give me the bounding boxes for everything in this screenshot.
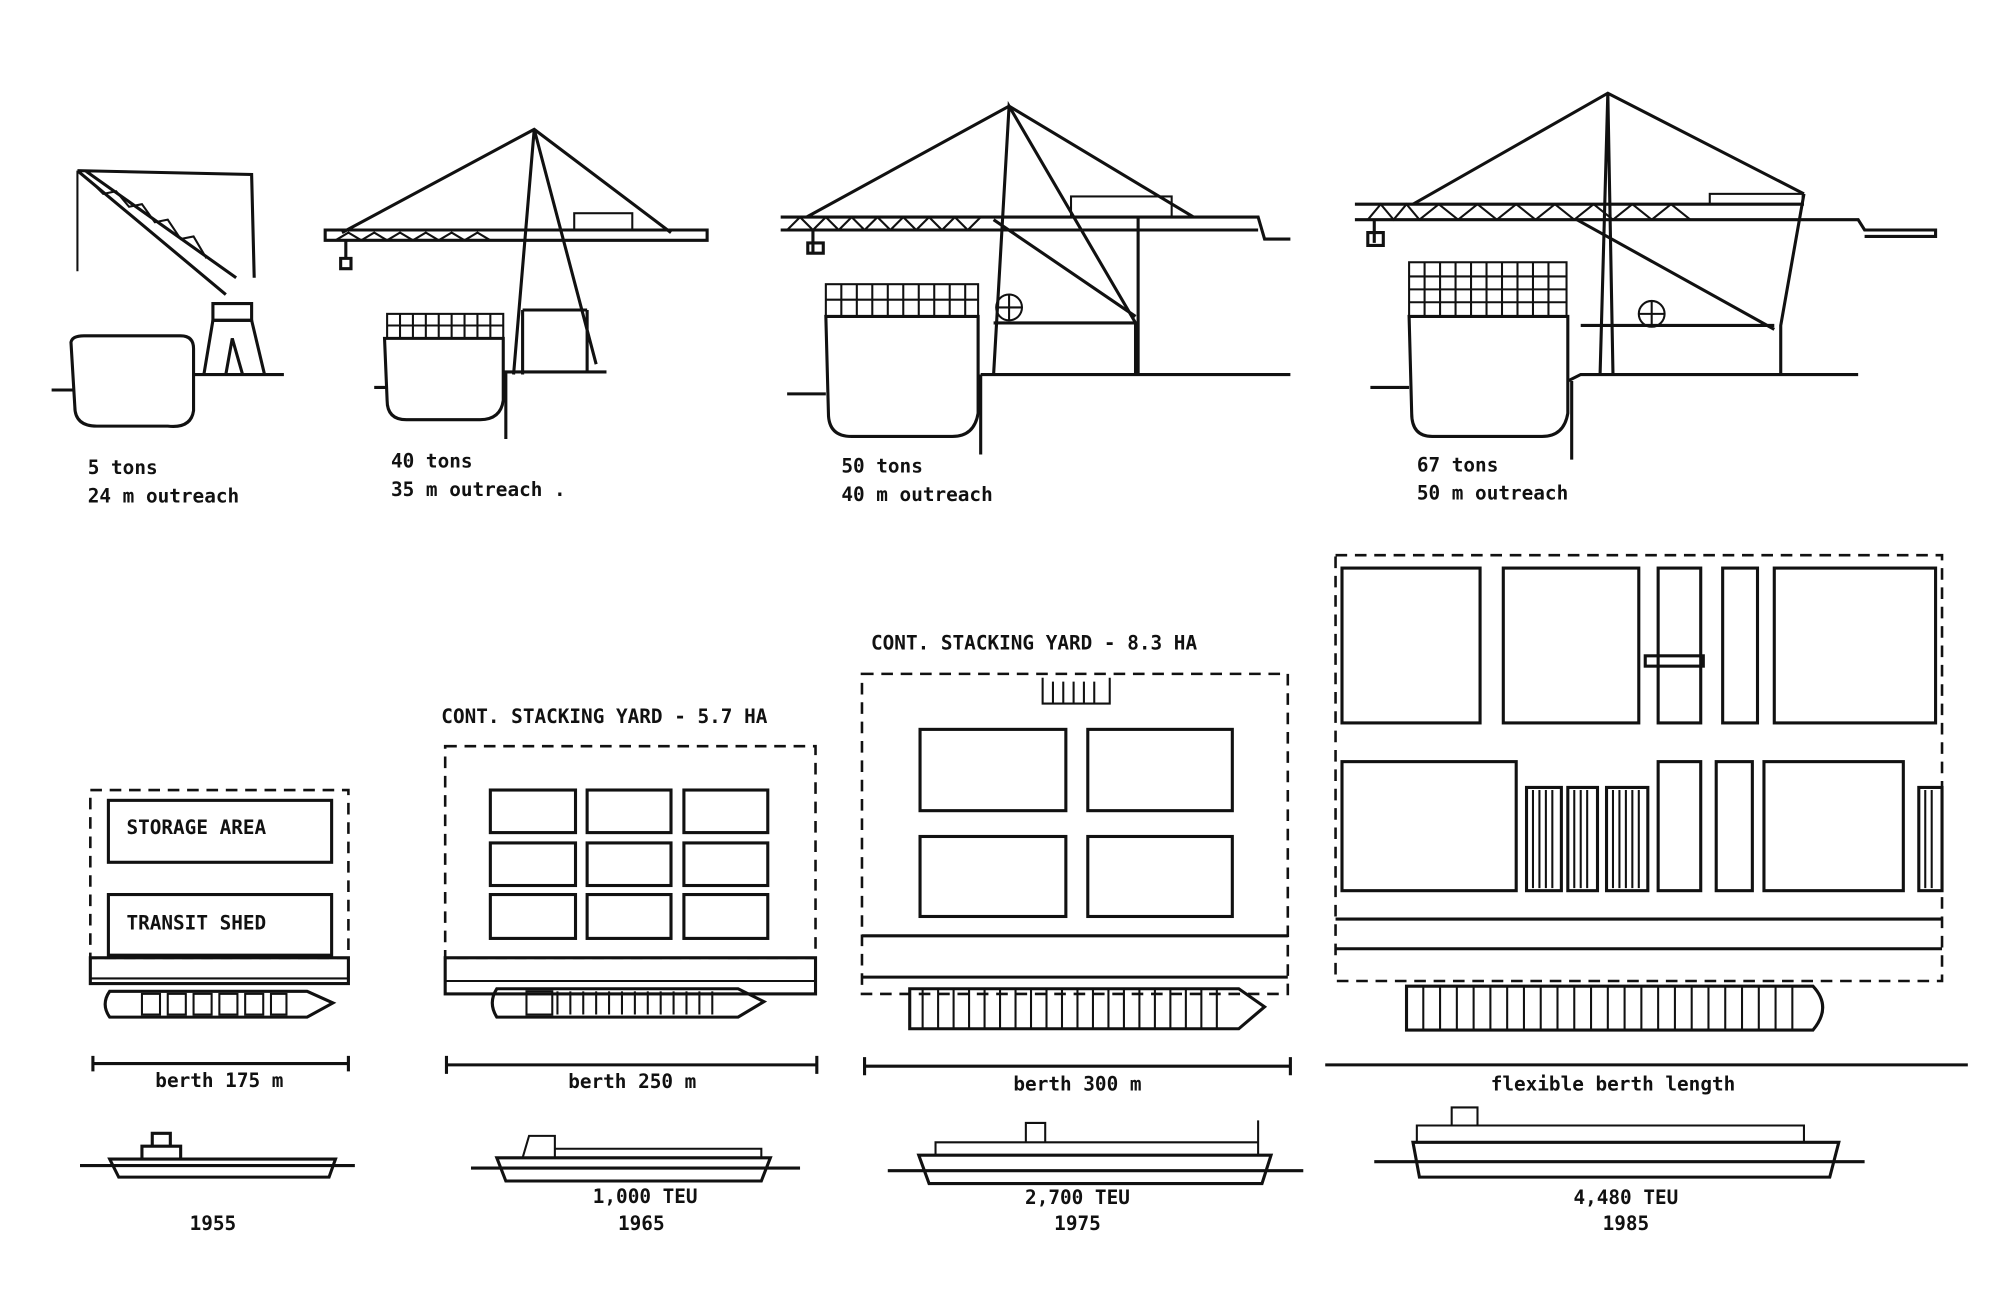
layout-1965 xyxy=(443,744,819,1183)
berth-1985: flexible berth length xyxy=(1491,1073,1736,1096)
yard-title-1975: CONT. STACKING YARD - 8.3 HA xyxy=(871,631,1197,654)
crane-1-outreach: 24 m outreach xyxy=(88,484,239,507)
crane-1965 xyxy=(323,127,709,440)
crane-1955 xyxy=(51,169,284,429)
crane-3-outreach: 40 m outreach xyxy=(841,483,992,506)
crane-1985 xyxy=(1354,91,1938,460)
year-1965: 1965 xyxy=(618,1212,665,1235)
berth-1975: berth 300 m xyxy=(1013,1073,1141,1096)
storage-area-label: STORAGE AREA xyxy=(126,816,266,839)
yard-title-1965: CONT. STACKING YARD - 5.7 HA xyxy=(441,705,767,728)
crane-2-capacity: 40 tons xyxy=(391,449,473,472)
crane-4-outreach: 50 m outreach xyxy=(1417,482,1568,505)
teu-1985: 4,480 TEU xyxy=(1573,1186,1678,1209)
layout-1955 xyxy=(80,788,355,1179)
year-1955: 1955 xyxy=(190,1212,237,1235)
crane-3-capacity: 50 tons xyxy=(841,455,923,478)
year-1975: 1975 xyxy=(1054,1212,1101,1235)
layout-1985 xyxy=(1325,553,1968,1179)
crane-4-capacity: 67 tons xyxy=(1417,453,1499,476)
crane-1975 xyxy=(780,100,1291,455)
transit-shed-label: TRANSIT SHED xyxy=(126,911,266,934)
berth-1965: berth 250 m xyxy=(568,1070,696,1093)
year-1985: 1985 xyxy=(1603,1212,1650,1235)
layout-1975 xyxy=(860,672,1304,1186)
teu-1975: 2,700 TEU xyxy=(1025,1186,1130,1209)
teu-1965: 1,000 TEU xyxy=(593,1185,698,1208)
crane-1-capacity: 5 tons xyxy=(88,456,158,479)
crane-2-outreach: 35 m outreach . xyxy=(391,478,566,501)
berth-1955: berth 175 m xyxy=(155,1069,283,1092)
